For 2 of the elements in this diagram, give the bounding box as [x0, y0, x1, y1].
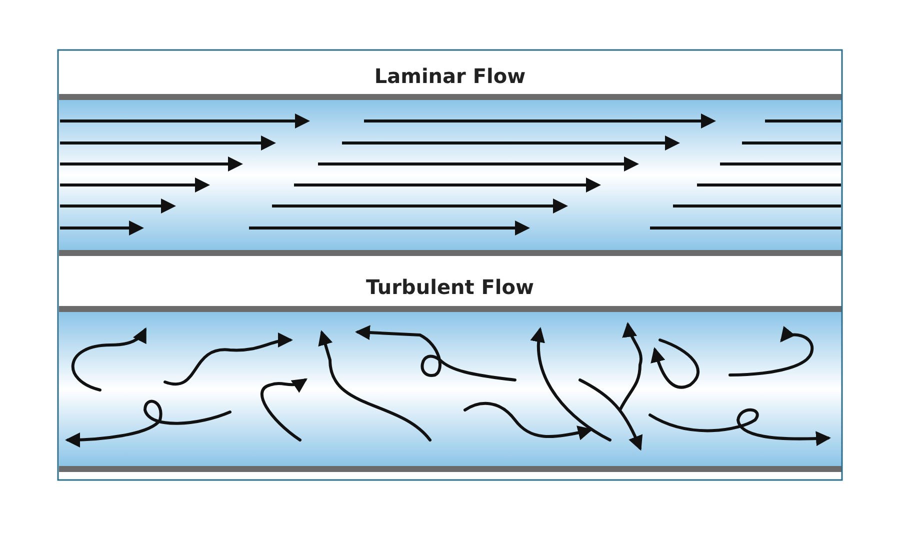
section-heading: Turbulent Flow [366, 275, 534, 299]
section-heading: Laminar Flow [374, 64, 526, 88]
